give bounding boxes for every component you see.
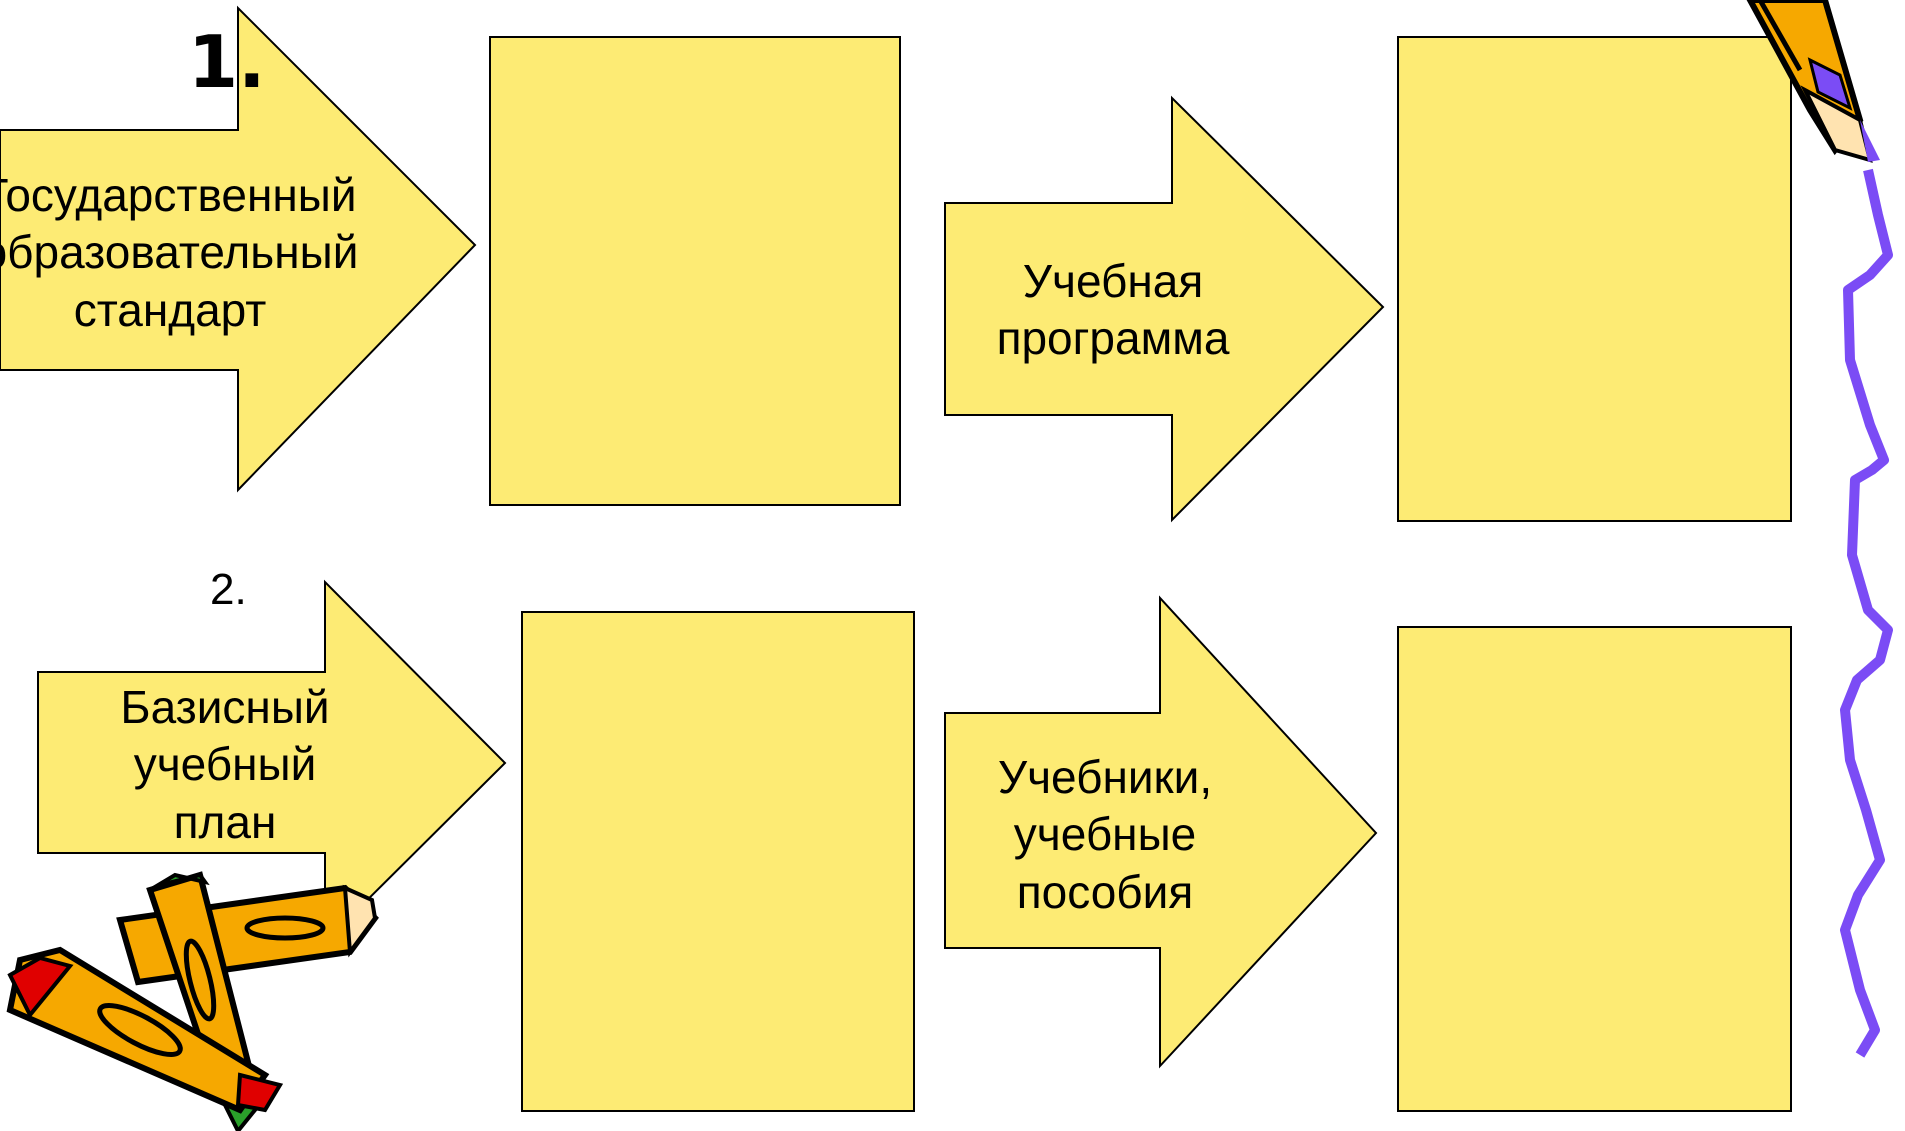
arrow-program-label: Учебная программа [996, 254, 1230, 365]
arrow-standard-label: Государственный образовательный стандарт [0, 168, 359, 336]
arrow-textbooks-label: Учебники, учебные пособия [997, 750, 1213, 918]
box-1-1 [489, 36, 901, 506]
step-number-1: 1. [188, 20, 266, 104]
wavy-line [1840, 168, 1893, 1058]
step-number-2: 2. [210, 565, 247, 614]
box-2-2 [1397, 626, 1792, 1112]
box-1-2 [1397, 36, 1792, 522]
pencils-icon [6, 871, 379, 1131]
box-2-1 [521, 611, 915, 1112]
arrow-plan [37, 579, 507, 945]
arrow-program [944, 95, 1385, 523]
arrow-plan-label: Базисный учебный план [120, 680, 330, 848]
arrow-standard [0, 5, 477, 493]
pencil-icon [1746, 0, 1880, 163]
arrow-textbooks [944, 595, 1378, 1069]
